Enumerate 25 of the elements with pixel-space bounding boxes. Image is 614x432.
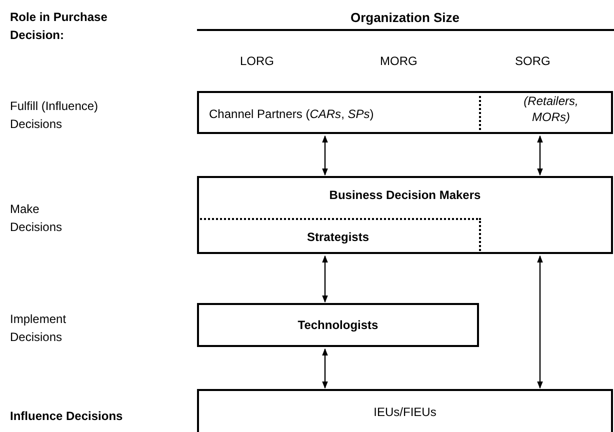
double-arrow — [322, 135, 328, 176]
heading: Organization Size — [349, 9, 461, 27]
double-arrow — [322, 348, 328, 389]
box-label: (Retailers, MORs) — [522, 94, 580, 126]
row-label: Make Decisions — [10, 201, 64, 236]
role-box — [197, 303, 479, 347]
row-label: SORG — [515, 53, 550, 70]
box-label: Channel Partners (CARs, SPs) — [209, 106, 374, 123]
row-label: Role in Purchase Decision: — [10, 9, 108, 44]
double-arrow — [537, 135, 543, 176]
row-label: MORG — [380, 53, 418, 70]
role-box — [197, 389, 613, 432]
row-label: LORG — [240, 53, 274, 70]
row-label: Implement Decisions — [10, 311, 68, 346]
role-box — [197, 176, 613, 254]
box-label: Business Decision Makers — [328, 187, 482, 204]
double-arrow — [537, 255, 543, 389]
role-box — [197, 91, 613, 134]
sub-region — [197, 218, 481, 254]
box-label: Technologists — [296, 317, 380, 334]
box-label: Strategists — [306, 229, 370, 246]
double-arrow — [322, 255, 328, 303]
row-label: Fulfill (Influence) Decisions — [10, 98, 100, 133]
box-label: IEUs/FIEUs — [372, 404, 438, 420]
row-label: Influence Decisions — [10, 408, 123, 425]
